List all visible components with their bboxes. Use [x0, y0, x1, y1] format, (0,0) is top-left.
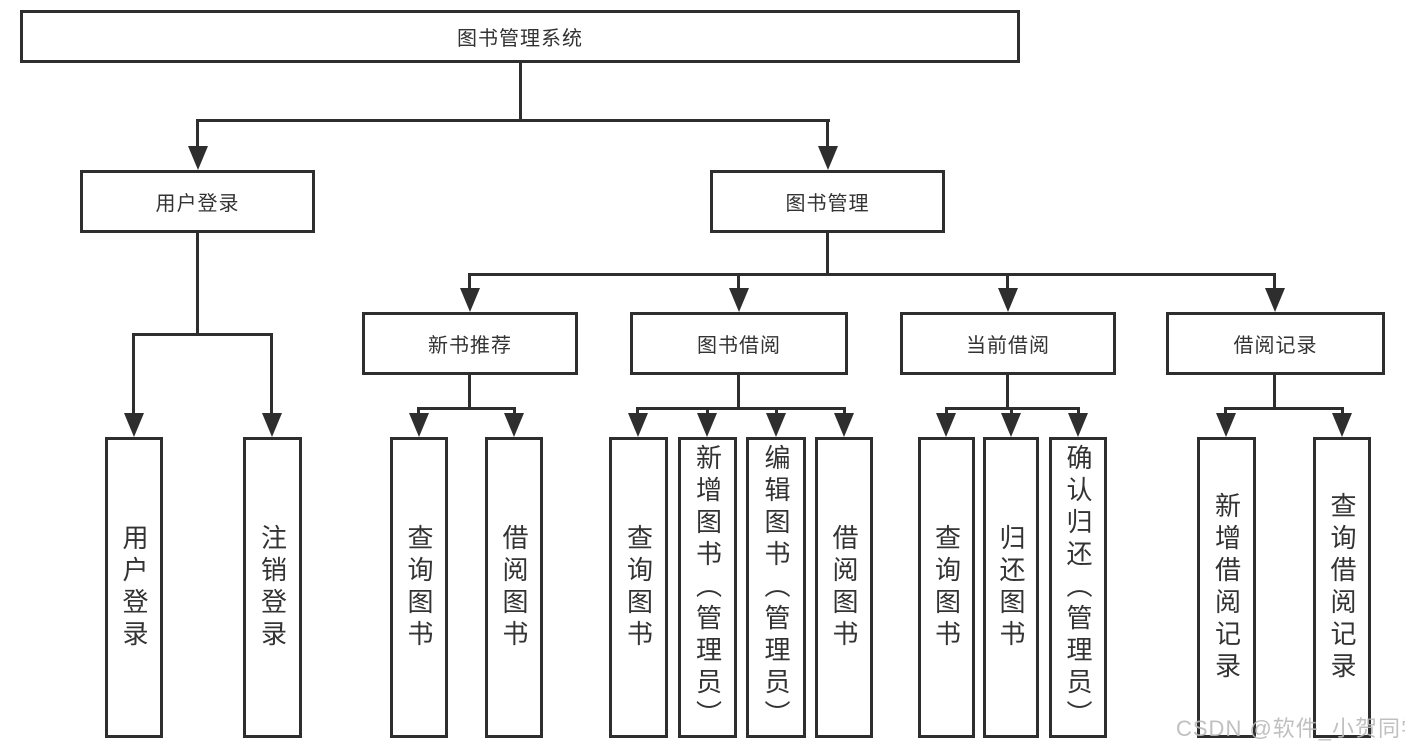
leaf-label: 编辑图书（管理员） — [761, 443, 791, 732]
connector-arrowhead-down — [697, 413, 717, 437]
connector-arrowhead-down — [1265, 288, 1285, 312]
connector-vline — [1006, 273, 1009, 296]
connector-arrowhead-down — [729, 288, 749, 312]
node-leaf-query-borrow-record: 查询借阅记录 — [1313, 437, 1371, 738]
connector-vline — [468, 375, 471, 409]
connector-arrowhead-down — [998, 288, 1018, 312]
connector-vline — [1006, 375, 1009, 409]
node-borrow-record: 借阅记录 — [1166, 312, 1385, 375]
connector-hline — [1224, 407, 1344, 410]
connector-vline — [519, 63, 522, 120]
node-leaf-borrow-query-book: 查询图书 — [609, 437, 668, 738]
connector-arrowhead-down — [818, 146, 838, 170]
leaf-label: 查询图书 — [623, 523, 654, 652]
node-leaf-current-query-book: 查询图书 — [918, 437, 975, 738]
node-book-management: 图书管理 — [710, 170, 945, 233]
connector-arrowhead-down — [766, 413, 786, 437]
connector-vline — [1273, 273, 1276, 296]
connector-vline — [1273, 375, 1276, 409]
leaf-label: 借阅图书 — [829, 523, 859, 652]
node-user-login: 用户登录 — [80, 170, 315, 233]
connector-hline — [196, 119, 830, 122]
connector-vline — [196, 233, 199, 334]
leaf-label: 新增借阅记录 — [1211, 491, 1242, 684]
node-new-book-recommend: 新书推荐 — [362, 312, 578, 375]
node-leaf-add-borrow-record: 新增借阅记录 — [1197, 437, 1256, 738]
connector-arrowhead-down — [834, 413, 854, 437]
node-leaf-add-book-admin: 新增图书（管理员） — [678, 437, 737, 738]
node-current-borrow: 当前借阅 — [900, 312, 1116, 375]
node-root: 图书管理系统 — [20, 10, 1020, 63]
connector-arrowhead-down — [1332, 413, 1352, 437]
connector-arrowhead-down — [504, 413, 524, 437]
connector-arrowhead-down — [1001, 413, 1021, 437]
watermark-text: CSDN @软件_小贺同学 — [1176, 716, 1405, 741]
connector-vline — [826, 233, 829, 274]
leaf-label: 确认归还（管理员） — [1063, 443, 1093, 732]
connector-arrowhead-down — [409, 413, 429, 437]
leaf-label: 查询图书 — [931, 523, 962, 652]
node-leaf-logout: 注销登录 — [243, 437, 302, 738]
node-leaf-recommend-query-book: 查询图书 — [390, 437, 448, 738]
node-leaf-user-login: 用户登录 — [105, 437, 163, 738]
node-leaf-recommend-borrow-book: 借阅图书 — [485, 437, 543, 738]
connector-arrowhead-down — [262, 413, 282, 437]
leaf-label: 查询借阅记录 — [1327, 491, 1357, 684]
connector-hline — [132, 333, 273, 336]
connector-arrowhead-down — [124, 413, 144, 437]
node-leaf-borrow-book: 借阅图书 — [815, 437, 873, 738]
connector-hline — [468, 273, 1276, 276]
connector-arrowhead-down — [1068, 413, 1088, 437]
connector-arrowhead-down — [460, 288, 480, 312]
connector-arrowhead-down — [1216, 413, 1236, 437]
leaf-label: 借阅图书 — [499, 523, 529, 652]
node-leaf-edit-book-admin: 编辑图书（管理员） — [746, 437, 806, 738]
connector-vline — [826, 119, 829, 150]
connector-vline — [196, 119, 199, 150]
leaf-label: 用户登录 — [119, 523, 149, 652]
node-leaf-confirm-return-admin: 确认归还（管理员） — [1049, 437, 1107, 738]
connector-vline — [270, 333, 273, 419]
connector-vline — [132, 333, 135, 419]
node-book-borrow: 图书借阅 — [630, 312, 848, 375]
connector-vline — [468, 273, 471, 296]
connector-hline — [417, 407, 516, 410]
connector-arrowhead-down — [188, 146, 208, 170]
connector-vline — [737, 273, 740, 296]
leaf-label: 注销登录 — [257, 523, 288, 652]
leaf-label: 归还图书 — [996, 523, 1026, 652]
leaf-label: 新增图书（管理员） — [692, 443, 723, 732]
leaf-label: 查询图书 — [404, 523, 434, 652]
node-leaf-return-book: 归还图书 — [983, 437, 1039, 738]
connector-arrowhead-down — [936, 413, 956, 437]
connector-hline — [636, 407, 846, 410]
connector-arrowhead-down — [628, 413, 648, 437]
connector-vline — [737, 375, 740, 409]
